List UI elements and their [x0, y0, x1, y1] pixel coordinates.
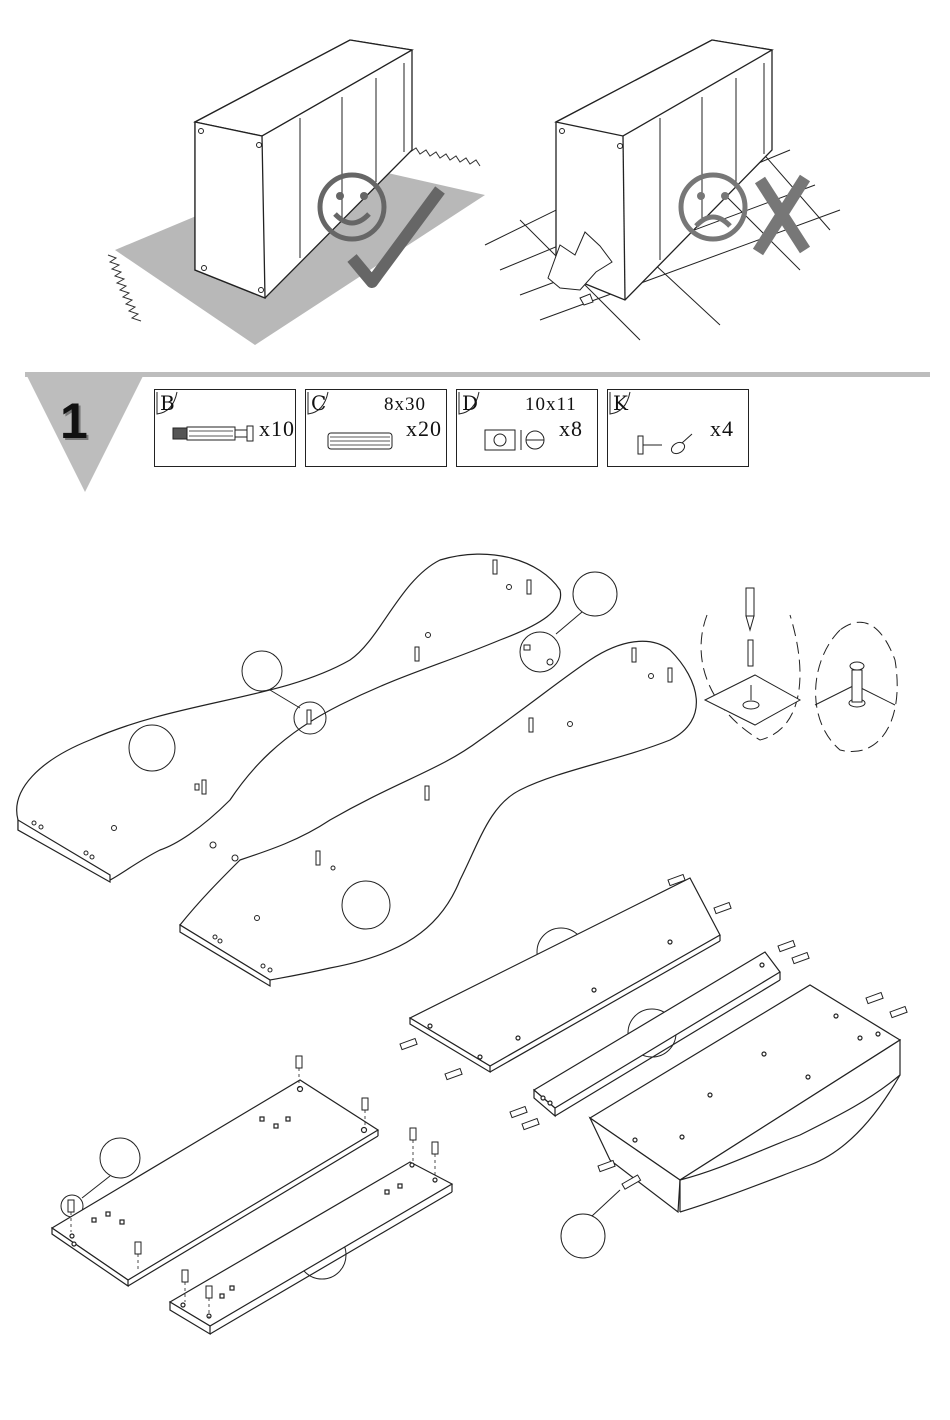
part-quantity: x4: [710, 416, 734, 442]
part-letter: B: [160, 391, 175, 415]
part-letter: C: [311, 391, 326, 415]
part-box-d: D 10x11 x8: [456, 389, 598, 467]
dowel-detail: [815, 622, 897, 751]
part-size: 10x11: [525, 394, 577, 416]
part-quantity: x8: [559, 416, 583, 442]
part-quantity: x10: [259, 416, 295, 442]
step-number: 1: [60, 392, 88, 450]
part-letter: D: [462, 391, 478, 415]
cam-lock-detail: [701, 588, 800, 740]
part-quantity: x20: [406, 416, 442, 442]
part-box-b: B x10: [154, 389, 296, 467]
cabinet-on-rug-illustration: [108, 40, 485, 345]
cross-icon: [758, 178, 805, 252]
part-box-c: C 8x30 x20: [305, 389, 447, 467]
part-box-k: K x4: [607, 389, 749, 467]
cabinet-on-floor-illustration: [485, 40, 840, 340]
part-letter: K: [613, 391, 628, 415]
part-size: 8x30: [384, 394, 426, 416]
